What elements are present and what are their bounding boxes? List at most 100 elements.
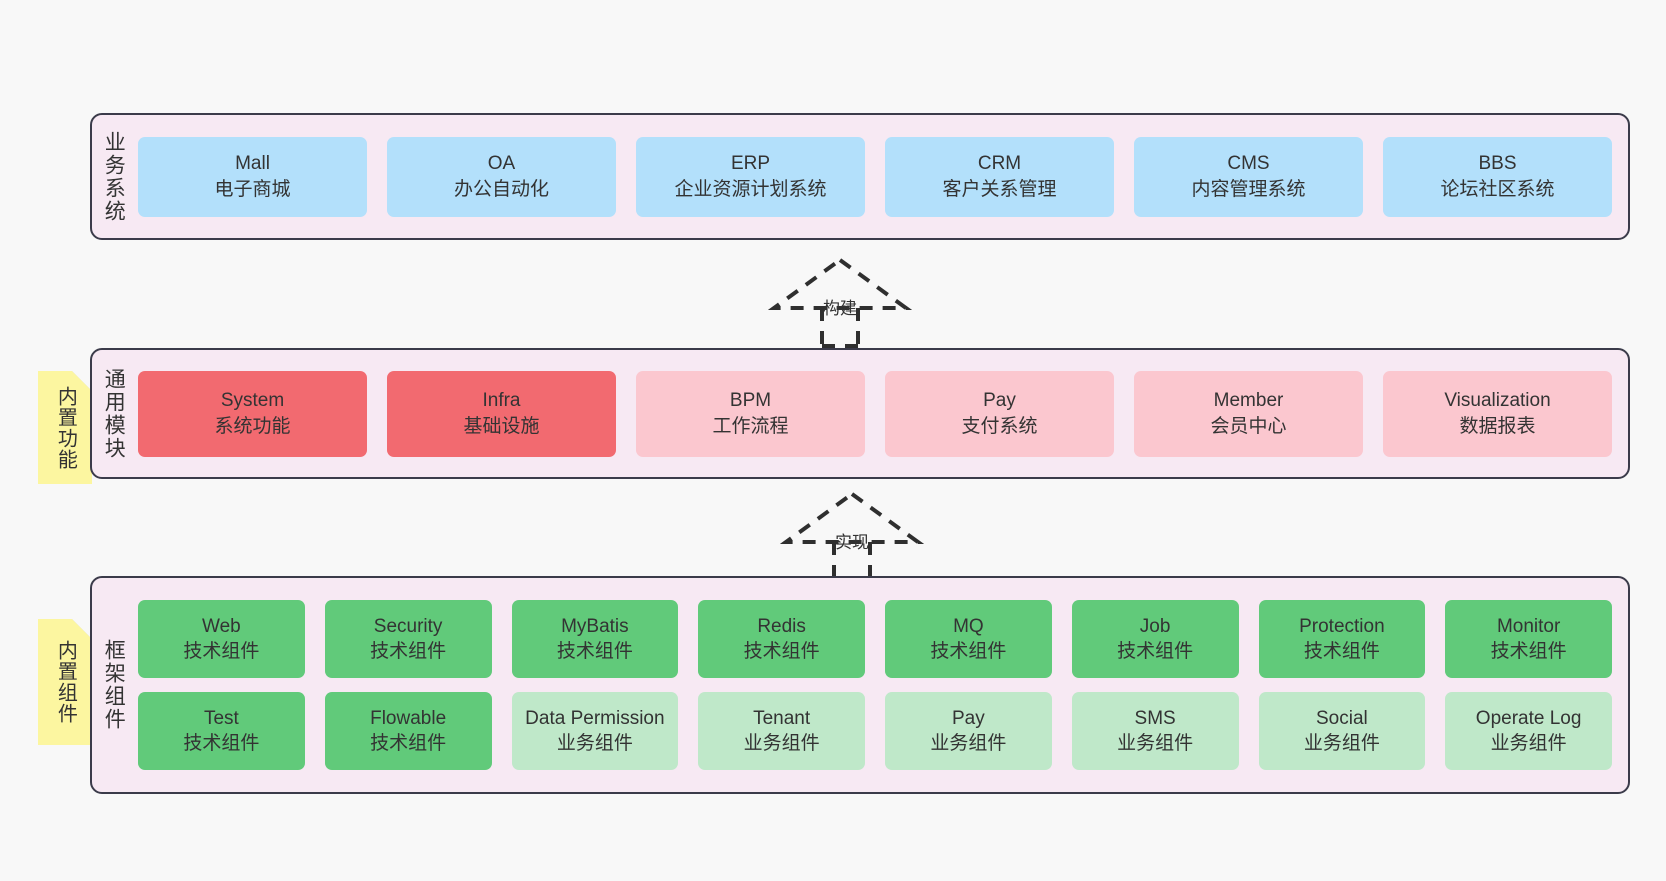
card-title-en: Web [202,615,241,637]
card-title-en: Job [1139,615,1171,637]
layer-body-business: Mall 电子商城 OA 办公自动化 ERP 企业资源计划系统 CRM 客户关系… [134,115,1628,238]
card-title-cn: 支付系统 [961,415,1038,437]
card-title-cn: 工作流程 [712,415,789,437]
note-builtin-component: 内置组件 [38,619,92,745]
card-crm[interactable]: CRM 客户关系管理 [885,136,1114,217]
card-erp[interactable]: ERP 企业资源计划系统 [636,136,865,217]
card-title-en: BBS [1478,153,1517,175]
card-title-cn: 技术组件 [183,641,260,662]
card-bbs[interactable]: BBS 论坛社区系统 [1383,136,1612,217]
card-flowable[interactable]: Flowable 技术组件 [324,692,492,770]
framework-card-row-1: Web 技术组件 Security 技术组件 MyBatis 技术组件 Redi… [138,600,1612,678]
note-label: 内置组件 [54,640,77,724]
card-title-cn: 业务组件 [556,733,633,754]
card-title-en: Tenant [753,707,811,729]
layer-title-business: 业务系统 [102,130,126,223]
card-title-en: MQ [953,615,984,637]
card-title-cn: 电子商城 [214,178,291,200]
card-redis[interactable]: Redis 技术组件 [698,600,865,678]
card-title-en: Monitor [1496,615,1561,637]
layer-business-systems: 业务系统 Mall 电子商城 OA 办公自动化 ERP 企业资源计划系统 CRM… [90,113,1630,240]
card-title-en: CMS [1227,153,1270,175]
layer-title-framework: 框架组件 [102,639,126,731]
card-mall[interactable]: Mall 电子商城 [138,136,367,217]
card-pay-component[interactable]: Pay 业务组件 [885,692,1052,770]
connector-build-arrow: 构建 [760,256,920,348]
card-title-cn: 数据报表 [1459,415,1536,437]
card-security[interactable]: Security 技术组件 [324,600,492,678]
card-title-cn: 客户关系管理 [942,178,1057,200]
card-title-en: ERP [730,153,771,175]
card-title-cn: 技术组件 [370,733,447,754]
card-title-en: Infra [482,390,521,412]
modules-card-row: System 系统功能 Infra 基础设施 BPM 工作流程 Pay 支付系统… [138,370,1612,457]
connector-build-label: 构建 [823,299,857,318]
card-title-en: Protection [1299,615,1385,637]
card-title-en: Visualization [1444,390,1551,412]
layer-framework-components: 框架组件 Web 技术组件 Security 技术组件 MyBatis 技术组件… [90,576,1630,794]
card-title-cn: 技术组件 [1490,641,1567,662]
card-title-cn: 内容管理系统 [1191,178,1306,200]
card-title-cn: 技术组件 [183,733,260,754]
business-card-row: Mall 电子商城 OA 办公自动化 ERP 企业资源计划系统 CRM 客户关系… [138,136,1612,217]
card-title-cn: 技术组件 [743,641,820,662]
card-job[interactable]: Job 技术组件 [1071,600,1239,678]
connector-realize-arrow: 实现 [772,490,932,582]
card-oa[interactable]: OA 办公自动化 [387,136,616,217]
layer-title-modules: 通用模块 [102,367,126,460]
card-visualization[interactable]: Visualization 数据报表 [1383,370,1612,457]
card-protection[interactable]: Protection 技术组件 [1258,600,1426,678]
card-title-en: Security [373,615,443,637]
note-fold-corner-icon [72,619,92,639]
card-title-cn: 业务组件 [1303,733,1380,754]
card-bpm[interactable]: BPM 工作流程 [636,370,865,457]
card-title-en: BPM [729,390,772,412]
card-data-permission[interactable]: Data Permission 业务组件 [511,692,679,770]
card-title-en: Social [1316,707,1368,729]
card-title-cn: 业务组件 [1490,733,1567,754]
card-title-en: SMS [1134,707,1176,729]
card-title-en: Data Permission [525,707,665,729]
card-pay-module[interactable]: Pay 支付系统 [885,370,1114,457]
card-title-en: Flowable [370,707,447,729]
card-title-cn: 业务组件 [743,733,820,754]
card-title-en: Test [203,707,239,729]
card-test[interactable]: Test 技术组件 [138,692,305,770]
card-mq[interactable]: MQ 技术组件 [885,600,1052,678]
card-system[interactable]: System 系统功能 [138,370,367,457]
note-builtin-function: 内置功能 [38,371,92,484]
card-title-cn: 技术组件 [370,641,447,662]
card-title-cn: 论坛社区系统 [1440,178,1555,200]
card-web[interactable]: Web 技术组件 [138,600,305,678]
card-title-en: Member [1213,390,1284,412]
card-cms[interactable]: CMS 内容管理系统 [1134,136,1363,217]
card-title-en: System [220,390,285,412]
card-operate-log[interactable]: Operate Log 业务组件 [1445,692,1612,770]
connector-realize-label: 实现 [835,533,869,552]
note-fold-corner-icon [72,371,92,391]
card-title-cn: 技术组件 [930,641,1007,662]
card-title-en: Pay [952,707,985,729]
card-title-cn: 业务组件 [1117,733,1194,754]
card-title-en: Mall [235,153,270,175]
card-social[interactable]: Social 业务组件 [1258,692,1426,770]
card-title-cn: 基础设施 [463,415,540,437]
card-title-en: MyBatis [561,615,629,637]
card-title-en: OA [487,153,516,175]
card-member[interactable]: Member 会员中心 [1134,370,1363,457]
layer-body-framework: Web 技术组件 Security 技术组件 MyBatis 技术组件 Redi… [134,578,1628,792]
card-sms[interactable]: SMS 业务组件 [1071,692,1239,770]
card-monitor[interactable]: Monitor 技术组件 [1445,600,1612,678]
card-title-cn: 技术组件 [556,641,633,662]
layer-body-modules: System 系统功能 Infra 基础设施 BPM 工作流程 Pay 支付系统… [134,350,1628,477]
card-title-cn: 技术组件 [1117,641,1194,662]
card-title-cn: 业务组件 [930,733,1007,754]
card-title-cn: 会员中心 [1210,415,1287,437]
card-infra[interactable]: Infra 基础设施 [387,370,616,457]
card-tenant[interactable]: Tenant 业务组件 [698,692,865,770]
card-title-cn: 企业资源计划系统 [674,178,827,200]
card-title-cn: 技术组件 [1303,641,1380,662]
card-mybatis[interactable]: MyBatis 技术组件 [511,600,679,678]
card-title-cn: 办公自动化 [453,178,549,200]
card-title-en: Redis [757,615,806,637]
